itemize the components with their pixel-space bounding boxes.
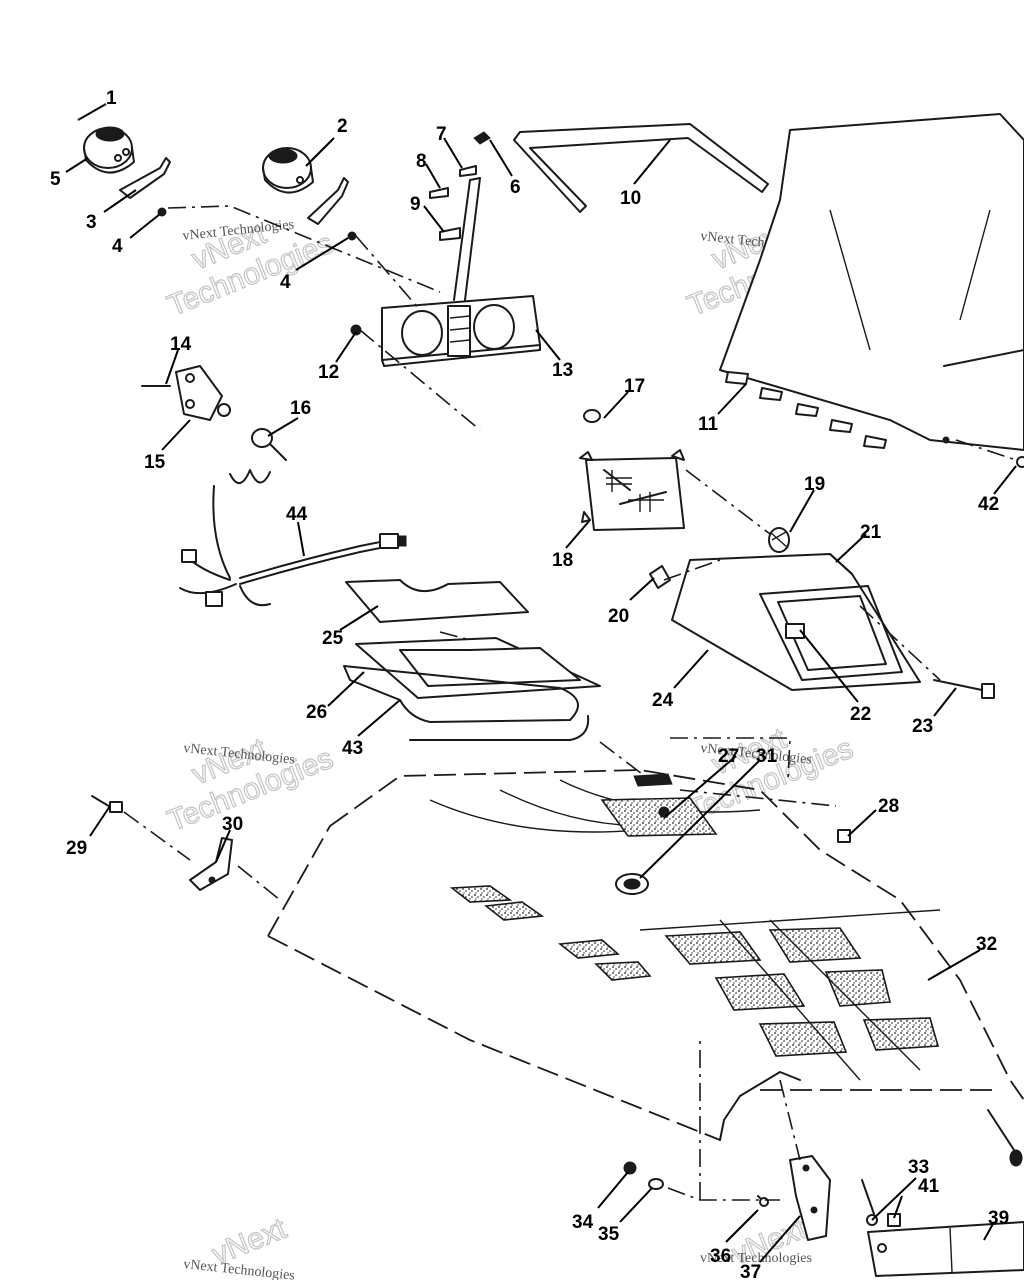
callout-labels: 1 2 3 4 4 5 6 7 8 9 10 11 12 13 14 15 16… (50, 88, 1009, 1280)
bracket-30 (189, 837, 233, 891)
callout-6: 6 (510, 177, 521, 198)
callout-27: 27 (718, 746, 739, 767)
windshield (719, 113, 1024, 451)
key-switch (141, 365, 287, 461)
callout-33: 33 (908, 1157, 929, 1178)
gauge-left (83, 126, 135, 174)
callout-2: 2 (337, 116, 348, 137)
plate-25 (345, 579, 529, 623)
callout-11: 11 (698, 414, 719, 435)
callout-12: 12 (318, 362, 339, 383)
headlight-housing (649, 527, 921, 691)
callout-29: 29 (66, 838, 87, 859)
callout-30: 30 (222, 814, 243, 835)
bumper-39 (867, 1221, 1024, 1277)
hood (267, 769, 1024, 1141)
rod-42 (987, 456, 1024, 1167)
callout-43: 43 (342, 738, 363, 759)
callout-8: 8 (416, 151, 427, 172)
callout-4a: 4 (112, 236, 123, 257)
handlebar-pad (513, 123, 769, 213)
callout-44: 44 (286, 504, 308, 525)
bolt-23 (933, 679, 995, 699)
callout-7: 7 (436, 124, 447, 145)
callout-4b: 4 (280, 272, 291, 293)
instrument-panel (381, 177, 541, 367)
callout-21: 21 (860, 522, 882, 543)
callout-41: 41 (918, 1176, 940, 1197)
callout-13: 13 (552, 360, 573, 381)
callout-25: 25 (322, 628, 344, 649)
callout-19: 19 (804, 474, 825, 495)
gauge-right (262, 147, 314, 194)
callout-36: 36 (710, 1246, 731, 1267)
callout-14: 14 (170, 334, 192, 355)
indicator-lights (350, 131, 491, 336)
cable-33 (861, 1179, 901, 1227)
callout-5: 5 (50, 169, 61, 190)
callout-32: 32 (976, 934, 997, 955)
callout-28: 28 (878, 796, 899, 817)
callout-35: 35 (598, 1224, 620, 1245)
leader-lines (65, 103, 1017, 1263)
callout-23: 23 (912, 716, 933, 737)
screw-36 (757, 1195, 769, 1207)
watermark-text-6: vNext Technologies (700, 1251, 812, 1266)
callout-10: 10 (620, 188, 641, 209)
nut-34 (623, 1161, 637, 1175)
callout-42: 42 (978, 494, 999, 515)
nut-28 (837, 829, 851, 843)
gasket-43 (343, 665, 590, 741)
wire-harness (179, 469, 407, 607)
callout-37: 37 (740, 1262, 761, 1280)
washer-35 (648, 1178, 664, 1190)
callout-18: 18 (552, 550, 573, 571)
callout-15: 15 (144, 452, 166, 473)
callout-26: 26 (306, 702, 327, 723)
alignment-lines (123, 205, 1017, 1201)
callout-24: 24 (652, 690, 674, 711)
callout-9: 9 (410, 194, 421, 215)
callout-20: 20 (608, 606, 629, 627)
callout-1: 1 (106, 88, 117, 109)
callout-16: 16 (290, 398, 311, 419)
headlight-lens (579, 409, 685, 531)
callout-34: 34 (572, 1212, 594, 1233)
callout-22: 22 (850, 704, 871, 725)
callout-31: 31 (756, 746, 778, 767)
callout-39: 39 (988, 1208, 1009, 1229)
callout-3: 3 (86, 212, 97, 233)
hinge-bracket-37 (789, 1155, 831, 1241)
callout-17: 17 (624, 376, 645, 397)
